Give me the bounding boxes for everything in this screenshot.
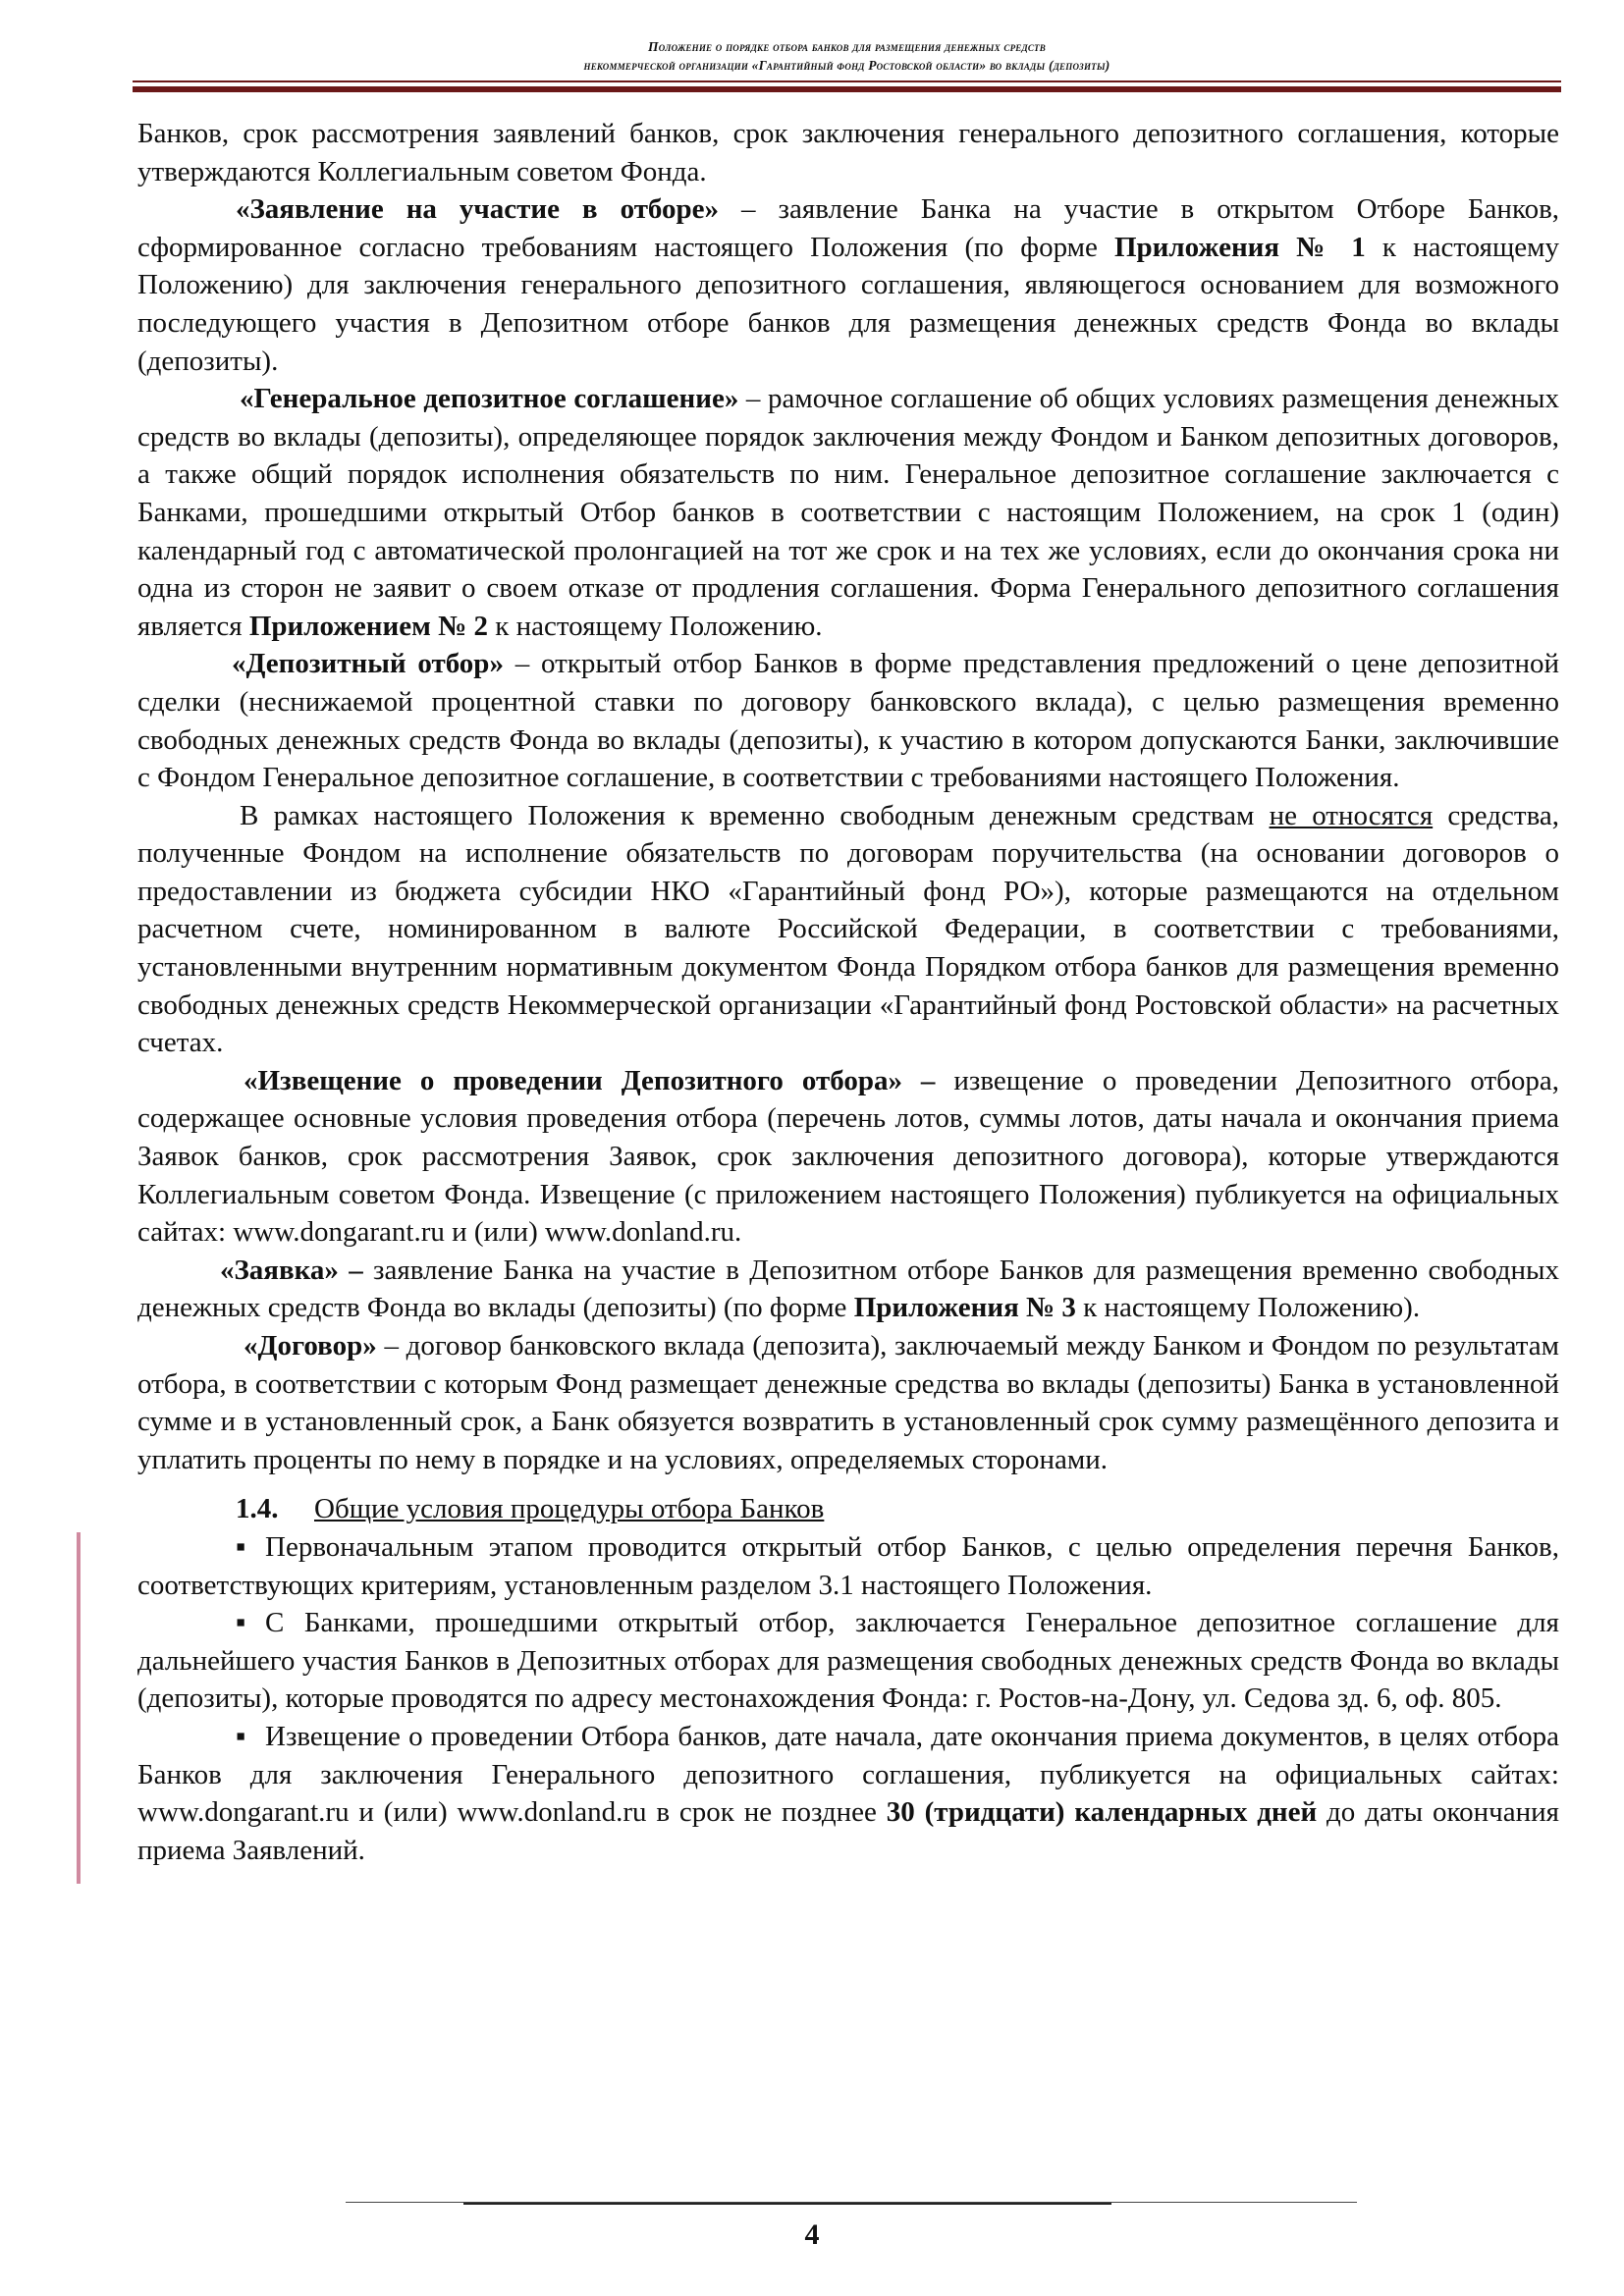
- bullet-list: ▪Первоначальным этапом проводится открыт…: [77, 1528, 1559, 1884]
- definition-bid: «Заявка» – заявление Банка на участие в …: [137, 1254, 1559, 1324]
- header-rule-thin: [133, 80, 1561, 82]
- definition-general-agreement: «Генеральное депозитное соглашение» – ра…: [137, 383, 1559, 642]
- term: «Договор»: [244, 1330, 377, 1362]
- running-header: Положение о порядке отбора банков для ра…: [133, 37, 1561, 75]
- term: «Депозитный отбор»: [232, 648, 504, 680]
- document-body: Банков, срок рассмотрения заявлений банк…: [77, 115, 1560, 1884]
- bullet-item: ▪Первоначальным этапом проводится открыт…: [137, 1528, 1559, 1604]
- term: «Генеральное депозитное соглашение»: [240, 383, 739, 415]
- term: «Заявка» –: [220, 1254, 363, 1286]
- header-rule-thick: [133, 86, 1561, 92]
- page-number: 4: [804, 2218, 820, 2251]
- appendix-ref: Приложения № 3: [853, 1292, 1076, 1324]
- bullet-square-icon: ▪: [236, 1607, 246, 1639]
- section-heading: 1.4. Общие условия процедуры отбора Банко…: [137, 1490, 1559, 1528]
- section-title: Общие условия процедуры отбора Банков: [314, 1493, 825, 1525]
- footer-rule: [346, 2202, 1357, 2203]
- footer-rule-accent: [463, 2203, 1111, 2205]
- paragraph-free-funds: В рамках настоящего Положения к временно…: [137, 799, 1560, 1059]
- bullet-item: ▪С Банками, прошедшими открытый отбор, з…: [137, 1604, 1559, 1718]
- underlined-phrase: не относятся: [1269, 799, 1434, 831]
- definition-deposit-selection: «Депозитный отбор» – открытый отбор Банк…: [137, 648, 1559, 794]
- bullet-square-icon: ▪: [236, 1720, 246, 1752]
- bullet-item: ▪Извещение о проведении Отбора банков, д…: [137, 1718, 1559, 1869]
- definition-contract: «Договор» – договор банковского вклада (…: [137, 1330, 1559, 1475]
- paragraph-continuation: Банков, срок рассмотрения заявлений банк…: [137, 118, 1559, 187]
- appendix-ref: Приложением № 2: [248, 610, 488, 642]
- term: «Заявление на участие в отборе»: [236, 193, 720, 226]
- revision-margin-mark: [77, 1531, 81, 1884]
- definition-application: «Заявление на участие в отборе» – заявле…: [137, 193, 1560, 377]
- term: «Извещение о проведении Депозитного отбо…: [244, 1064, 936, 1096]
- definition-notice: «Извещение о проведении Депозитного отбо…: [137, 1064, 1559, 1249]
- section-number: 1.4.: [236, 1493, 279, 1525]
- bullet-square-icon: ▪: [236, 1530, 246, 1563]
- header-line-2: некоммерческой организации «Гарантийный …: [583, 58, 1110, 73]
- appendix-ref: Приложения № 1: [1113, 231, 1366, 263]
- header-line-1: Положение о порядке отбора банков для ра…: [648, 39, 1046, 54]
